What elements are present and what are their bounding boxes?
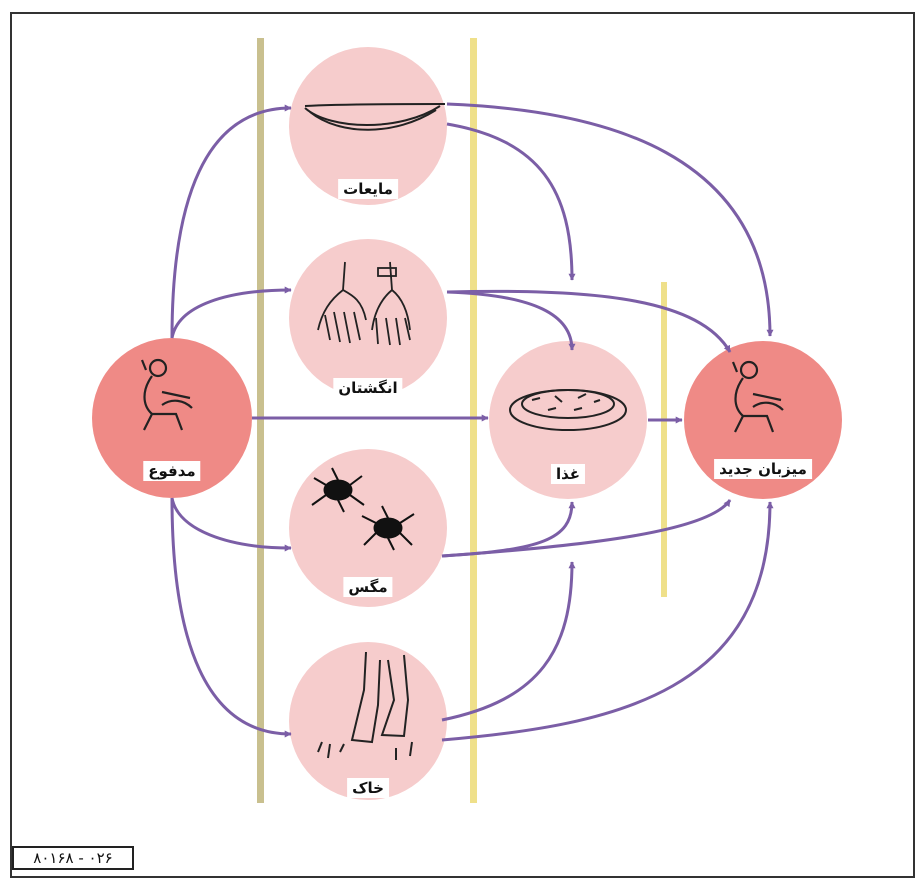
food-label: غذا [551, 464, 585, 484]
barrier-line-2 [470, 38, 477, 803]
fingers-label: انگشتان [333, 378, 402, 398]
barrier-line-3 [661, 282, 667, 597]
source-label: مدفوع [143, 461, 200, 481]
arrow-source-to-flies [172, 498, 291, 548]
figure-code: ۸۰۱۶۸ - ۰۲۶ [12, 846, 134, 870]
fluids-label: مایعات [338, 179, 398, 199]
arrow-fingers-to-new-host [447, 291, 730, 352]
soil-label: خاک [347, 778, 389, 798]
arrow-source-to-fingers [172, 290, 291, 338]
soil-circle [289, 642, 447, 800]
arrow-fingers-to-food [447, 292, 572, 350]
barrier-line-1 [257, 38, 264, 803]
arrow-source-to-soil [172, 498, 291, 734]
arrow-soil-to-food [442, 562, 572, 720]
arrow-source-to-fluids [172, 108, 291, 338]
new-host-label: میزبان جدید [714, 459, 812, 479]
flies-label: مگس [343, 577, 392, 597]
fingers-circle [289, 239, 447, 397]
arrow-flies-to-new-host [442, 500, 730, 556]
arrow-fluids-to-food [447, 124, 572, 280]
